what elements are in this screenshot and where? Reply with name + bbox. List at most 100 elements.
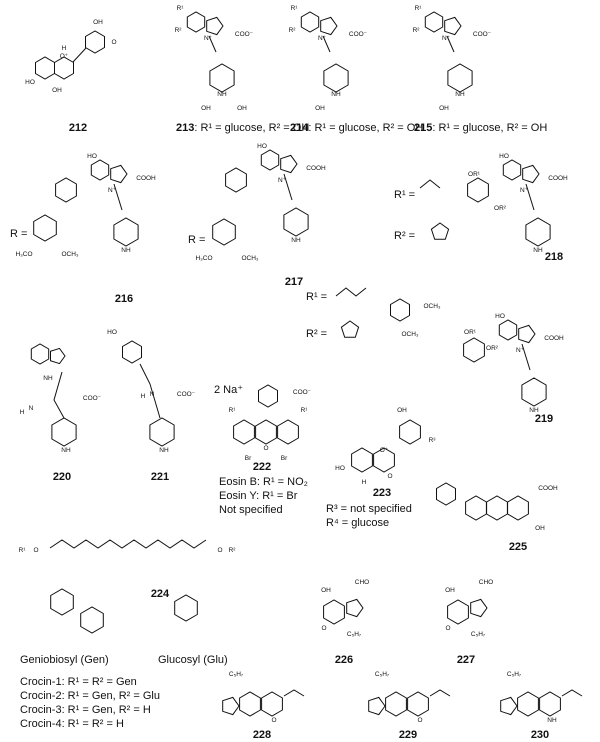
atom-219-cooh: COOH xyxy=(544,335,564,342)
variant-line-222-1: Eosin B: R¹ = NO₂ xyxy=(219,476,308,488)
ring-216-benz xyxy=(90,159,110,181)
atom-216-nh: NH xyxy=(121,247,131,254)
atom-221-nh: NH xyxy=(159,447,169,454)
salt-label-222: 2 Na⁺ xyxy=(214,384,243,396)
compound-number-214: 214 xyxy=(290,122,309,134)
bond-218-r1 xyxy=(419,179,441,189)
atom-217-ho: HO xyxy=(257,143,267,150)
ring-214-dhp xyxy=(323,63,349,93)
atom-218-ho: HO xyxy=(499,153,509,160)
ring-219-aryl xyxy=(390,298,410,322)
atom-214-r2: R² xyxy=(289,27,297,34)
ring-221-dhp xyxy=(149,417,175,447)
variant-line-222-3: Not specified xyxy=(219,504,283,516)
atom-224-o-2: O xyxy=(217,547,222,554)
atom-212-oh-2: OH xyxy=(52,87,62,94)
atom-217-n: N⁺ xyxy=(278,177,287,184)
atom-216-och3: OCH₃ xyxy=(61,251,78,258)
compound-number-223: 223 xyxy=(373,487,391,499)
ring-222-right xyxy=(277,419,299,445)
ring-217-benz xyxy=(260,149,280,171)
atom-217-och3: OCH₃ xyxy=(241,255,258,262)
ring-224-gen-2 xyxy=(80,606,104,634)
atom-218-or2: OR² xyxy=(494,205,507,212)
ring-215-benz xyxy=(424,11,444,33)
ring-213-dhp xyxy=(209,63,235,93)
ring-216-aryl xyxy=(33,214,57,242)
atom-222-r1-b: R¹ xyxy=(301,407,309,414)
atom-213-oh-1: OH xyxy=(201,105,211,112)
ring-219-sugar xyxy=(463,337,485,363)
ring-218-dhp xyxy=(525,217,551,247)
atom-213-n: N⁺ xyxy=(204,35,213,42)
atom-221-coo: COO⁻ xyxy=(177,391,196,398)
atom-221-ho: HO xyxy=(107,329,117,336)
compound-number-218: 218 xyxy=(545,251,563,263)
ring-223-b xyxy=(399,419,421,445)
ring-213-pyrrol xyxy=(206,16,224,36)
ring-218-pyrrol xyxy=(522,164,540,184)
ring-213-benz xyxy=(186,11,206,33)
ring-219-dhp xyxy=(521,377,547,407)
atom-222-br-b: Br xyxy=(281,455,288,462)
atom-213-coo: COO⁻ xyxy=(235,31,254,38)
ring-218-r2 xyxy=(430,222,450,240)
atom-229-hetero: O xyxy=(417,717,422,724)
r2-label-218: R² = xyxy=(394,230,415,242)
atom-220-nh-2: NH xyxy=(61,447,71,454)
ring-229-a xyxy=(368,696,386,716)
ring-223-a xyxy=(351,447,373,473)
atom-218-or1: OR¹ xyxy=(468,171,481,178)
ring-217-sugar xyxy=(225,167,247,193)
atom-218-cooh: COOH xyxy=(548,175,568,182)
ring-225-b xyxy=(486,495,508,521)
atom-227-oh: OH xyxy=(445,587,455,594)
atom-226-o: O xyxy=(321,625,326,632)
atom-216-cooh: COOH xyxy=(136,175,156,182)
variant-line-222-2: Eosin Y: R¹ = Br xyxy=(219,490,298,502)
atom-223-r3: R³ xyxy=(429,437,437,444)
atom-227-o: O xyxy=(445,625,450,632)
compound-caption-213: 213: R¹ = glucose, R² = OH xyxy=(176,122,309,134)
ring-214-benz xyxy=(300,11,320,33)
ring-225-a xyxy=(465,495,487,521)
atom-214-r1: R¹ xyxy=(291,5,299,12)
compound-number-217: 217 xyxy=(285,276,303,288)
r-label-217: R = xyxy=(188,234,205,246)
variant-line-224-3: Crocin-3: R¹ = Gen, R² = H xyxy=(20,704,151,716)
ring-227-a xyxy=(447,599,469,625)
atom-218-n: N⁺ xyxy=(520,187,529,194)
atom-223-oh: OH xyxy=(397,407,407,414)
ring-220-dhp xyxy=(51,417,77,447)
ring-221-phenol xyxy=(122,340,142,364)
bond-218-chain xyxy=(525,183,535,211)
variant-line-223-1: R³ = not specified xyxy=(326,503,412,515)
atom-215-coo: COO⁻ xyxy=(473,31,492,38)
atom-212-o: O⁺ xyxy=(60,53,69,60)
bond-220-chain xyxy=(53,371,65,419)
atom-214-oh-1: OH xyxy=(315,105,325,112)
atom-213-r1: R¹ xyxy=(177,5,185,12)
compound-number-215: 215 xyxy=(414,122,432,134)
atom-224-o-1: O xyxy=(33,547,38,554)
ring-226-b xyxy=(346,598,364,618)
ring-227-b xyxy=(470,598,488,618)
bond-217-chain xyxy=(283,173,293,201)
compound-number-229: 229 xyxy=(399,729,417,741)
ring-228-a xyxy=(222,696,240,716)
atom-212-oh-3: OH xyxy=(93,19,103,26)
ring-222-left xyxy=(233,419,255,445)
bond-216-chain xyxy=(113,183,123,211)
ring-228-b xyxy=(239,691,261,717)
atom-220-nh: NH xyxy=(43,375,53,382)
atom-217-h3co: H₃CO xyxy=(195,255,212,262)
ring-229-c xyxy=(407,691,429,717)
compound-number-216: 216 xyxy=(115,293,133,305)
atom-212-ho-1: HO xyxy=(25,79,35,86)
compound-number-212: 212 xyxy=(69,122,87,134)
substituent-definition-213: : R¹ = glucose, R² = OH xyxy=(194,122,309,134)
atom-219-nh: NH xyxy=(529,407,539,414)
atom-228-c5h7: C₅H₇ xyxy=(229,671,243,678)
